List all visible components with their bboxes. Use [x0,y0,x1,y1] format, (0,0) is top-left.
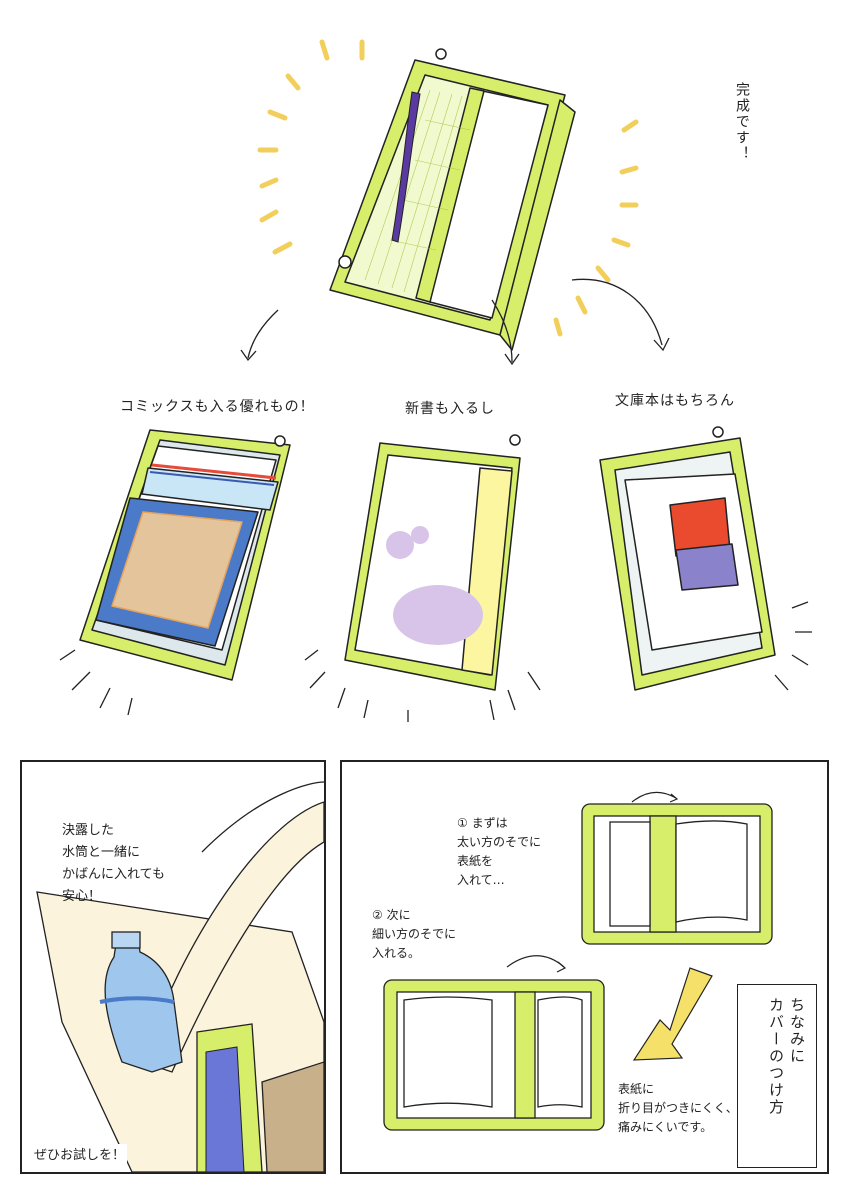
case-step1 [581,803,773,945]
bookmark-ribbon [391,91,421,243]
howto-illustration [383,791,773,1131]
step2-text: ② 次に 細い方のそでに 入れる。 [372,908,457,960]
speech-text: 決露した 水筒と一緒に かばんに入れても 安心！ [62,823,165,904]
caption-comics: コミックスも入る優れもの！ [120,399,315,415]
caption-bunko: 文庫本はもちろん [615,393,735,409]
case-step2 [383,979,605,1131]
bottle-icon [104,931,183,1073]
case-main [329,48,576,351]
arrows-top [240,278,670,366]
motion-lines [59,601,812,722]
sparkle-rays [257,39,639,337]
footer-text: ぜひお試しを！ [32,1144,128,1163]
announce-text: 完成です！ [734,82,750,162]
case-bunko [599,426,776,691]
case-shinsho [344,434,521,691]
howto-title: ちなみに カバーのつけ方 [767,997,806,1116]
mesh-pattern [364,89,471,293]
panel-howto: ① まずは 太い方のそでに 表紙を 入れて… ② 次に 細い方のそでに 入れる。… [340,760,829,1174]
step1-text: ① まずは 太い方のそでに 表紙を 入れて… [457,816,542,887]
case-comics [79,429,291,681]
top-illustration [59,39,812,722]
panel-bag: 決露した 水筒と一緒に かばんに入れても 安心！ ぜひお試しを！ [20,760,326,1174]
bag-illustration [36,781,324,1172]
howto-title-box: ちなみに カバーのつけ方 [737,984,817,1168]
yellow-arrow-icon [632,967,713,1061]
caption-shinsho: 新書も入るし [405,401,495,417]
tip-note-text: 表紙に 折り目がつきにくく、 痛みにくいです。 [618,1082,738,1134]
